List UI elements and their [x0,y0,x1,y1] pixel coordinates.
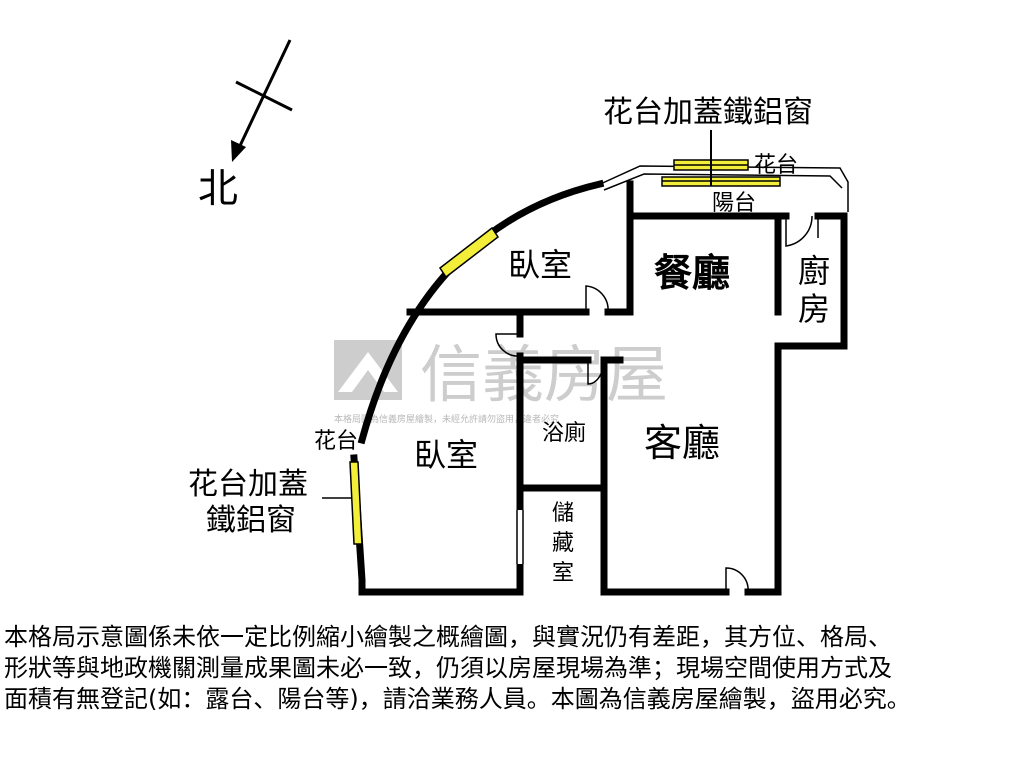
balcony-outline [595,165,849,212]
room-living: 客廳 [644,421,720,465]
room-storage-2: 藏 [552,531,574,556]
disclaimer: 本格局示意圖係未依一定比例縮小繪製之概繪圖，與實況仍有差距，其方位、格局、 形狀… [4,622,1020,715]
compass-north-label: 北 [198,166,238,212]
room-storage-1: 儲 [552,501,574,526]
window-left [349,461,363,545]
bedroom-top-door [585,285,609,313]
label-window-top: 花台加蓋鐵鋁窗 [603,95,813,130]
bathroom-door [587,359,605,385]
compass-arrow-head [231,140,246,162]
compass: 北 [198,39,293,212]
room-bathroom: 浴廁 [542,421,586,446]
disclaimer-line-2: 形狀等與地政機關測量成果圖未必一致，仍須以房屋現場為準；現場空間使用方式及 [4,654,892,682]
room-dining: 餐廳 [654,251,730,295]
label-window-left-1: 花台加蓋 [188,467,308,502]
room-storage-3: 室 [552,561,574,586]
room-bedroom-top: 臥室 [508,246,572,284]
window-bedroom-top [438,226,500,279]
room-kitchen-2: 房 [798,290,830,328]
room-bedroom-main: 臥室 [414,436,478,474]
disclaimer-line-3: 面積有無登記(如：露台、陽台等)，請洽業務人員。本圖為信義房屋繪製，盜用必究。 [4,685,911,713]
watermark-notice: 本格局圖為信義房屋繪製，未經允許請勿盜用，違者必究 [334,413,559,425]
kitchen-door [785,215,813,247]
label-window-left-2: 鐵鋁窗 [206,503,296,538]
label-planter-left: 花台 [314,429,358,454]
bedroom-main-door [495,333,521,357]
doors [495,215,819,593]
label-planter-top: 花台 [754,153,798,178]
compass-cross [235,80,293,112]
watermark-brand: 信義房屋 [420,338,668,411]
entrance-door [725,567,749,593]
left-wall-bottom [350,454,522,596]
disclaimer-line-1: 本格局示意圖係未依一定比例縮小繪製之概繪圖，與實況仍有差距，其方位、格局、 [4,623,892,651]
storage-side-door [514,510,526,564]
floor-plan: 北 信義房屋 本格局圖為信義房屋繪製，未經允許請勿盜用，違者必究 [188,39,849,596]
label-balcony: 陽台 [712,191,756,216]
room-kitchen-1: 廚 [798,252,830,290]
